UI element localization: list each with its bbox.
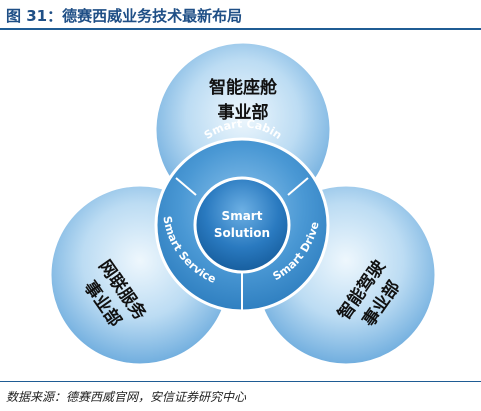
cockpit-label-line2: 事业部: [218, 102, 269, 123]
business-layout-diagram: 智能座舱 事业部 网联服务 事业部 智能驾驶 事业部 Smart Cabin S…: [48, 40, 438, 367]
ring-divider-left: [175, 177, 197, 196]
center-label-line2: Solution: [214, 226, 270, 240]
cockpit-label-line1: 智能座舱: [209, 77, 278, 98]
title-bar: 图 31：德赛西威业务技术最新布局: [0, 0, 481, 30]
source-bar: 数据来源：德赛西威官网，安信证券研究中心: [0, 381, 481, 411]
center-circle: [193, 176, 291, 274]
ring-divider-right: [287, 177, 309, 196]
center-label-line1: Smart: [222, 209, 263, 223]
page-title: 图 31：德赛西威业务技术最新布局: [6, 7, 243, 25]
source-note: 数据来源：德赛西威官网，安信证券研究中心: [6, 390, 247, 404]
